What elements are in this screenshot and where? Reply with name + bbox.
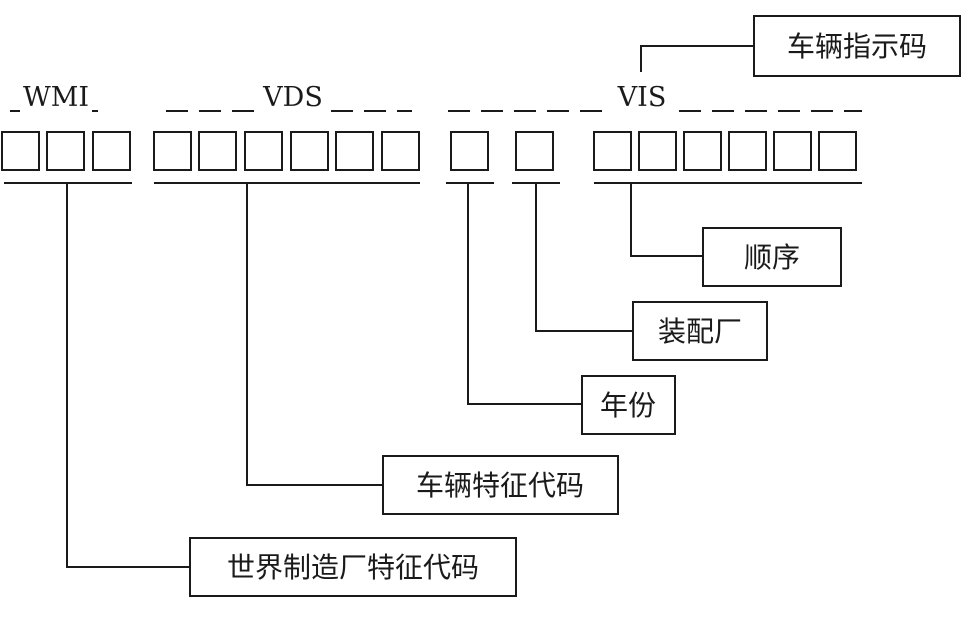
sequence-cell (638, 131, 677, 171)
wmi-box (189, 537, 517, 597)
vehicle-indicator-text: 车辆指示码 (787, 30, 927, 63)
year-cell (450, 131, 489, 171)
vehicle-indicator-box (753, 15, 961, 77)
vds-cell (290, 131, 329, 171)
wmi-heading-text: WMI (23, 82, 89, 113)
assembly-plant-box (632, 301, 768, 361)
sequence-cell (728, 131, 767, 171)
sequence-cell (818, 131, 857, 171)
sequence-text: 顺序 (744, 241, 800, 274)
plant-cells (515, 131, 554, 171)
vehicle-indicator-callout: 车辆指示码 (640, 15, 961, 77)
wmi-cell (1, 131, 40, 171)
wmi-callout: 世界制造厂特征代码 (66, 183, 517, 597)
vds-heading: VDS (166, 82, 412, 116)
plant-cell (515, 131, 554, 171)
year-box (581, 375, 676, 435)
year-callout: 年份 (467, 183, 676, 435)
assembly-plant-text: 装配厂 (658, 315, 742, 348)
wmi-cell (46, 131, 85, 171)
sequence-cell (683, 131, 722, 171)
vds-heading-text: VDS (262, 82, 323, 113)
vds-cells (153, 131, 420, 171)
vds-cell (381, 131, 420, 171)
vds-cell (198, 131, 237, 171)
wmi-cells (1, 131, 131, 171)
wmi-cell (92, 131, 131, 171)
sequence-callout: 顺序 (630, 183, 842, 287)
wmi-text: 世界制造厂特征代码 (227, 551, 479, 584)
sequence-cell (773, 131, 812, 171)
vds-cell (153, 131, 192, 171)
vds-cell (244, 131, 283, 171)
vds-cell (335, 131, 374, 171)
wmi-heading: WMI (10, 82, 106, 116)
vehicle-descriptor-text: 车辆特征代码 (416, 469, 584, 502)
sequence-box (702, 227, 842, 287)
sequence-cell (593, 131, 632, 171)
year-text: 年份 (600, 389, 656, 422)
vis-heading: VIS (448, 82, 862, 116)
vis-heading-text: VIS (617, 82, 667, 113)
vehicle-descriptor-callout: 车辆特征代码 (246, 183, 619, 515)
assembly-plant-callout: 装配厂 (535, 183, 768, 361)
vehicle-descriptor-box (382, 455, 619, 515)
sequence-cells (593, 131, 857, 171)
year-cells (450, 131, 489, 171)
